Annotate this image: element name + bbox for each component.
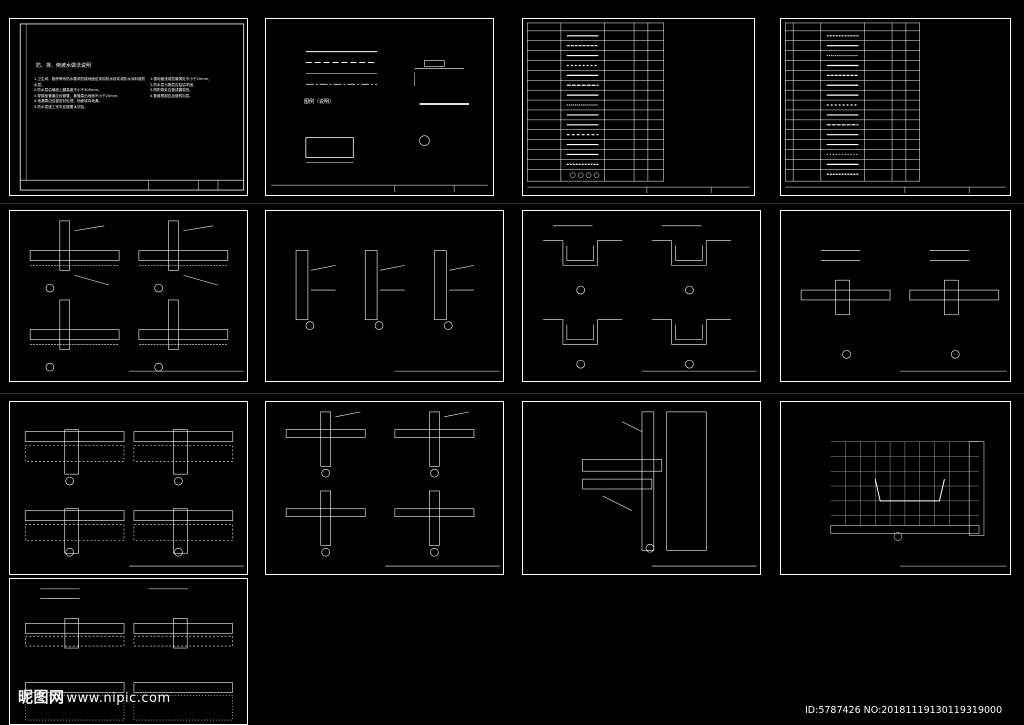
drawing-sheet-drain-details[interactable] xyxy=(780,210,1011,382)
drawing-sheet-legend[interactable]: 图例（说明） xyxy=(265,18,494,196)
row-divider xyxy=(0,393,1024,394)
notes-left: 1.卫生间、厨房等有防水要求的楼地面应采用防水砂浆或防水涂料做防水层， 2.防水… xyxy=(34,77,146,109)
material-table-2 xyxy=(785,22,1006,194)
drawing-sheet-wall-floor-details[interactable] xyxy=(9,210,248,382)
drawing-sheet-material-table-2[interactable] xyxy=(780,18,1011,196)
notes-right: 1.楼地面找坡层最薄处不小于20mm， 2.防水层与基层应粘结牢固， 3.阴阳角… xyxy=(150,77,212,98)
bathtub-drawing xyxy=(830,441,1007,567)
wall-floor-detail-drawing xyxy=(29,220,244,372)
drain-detail-drawing xyxy=(800,250,1007,372)
trench-detail-drawing xyxy=(543,225,757,372)
wall-junction-drawing xyxy=(582,411,757,567)
drawing-sheet-wall-junction[interactable] xyxy=(522,401,761,575)
drawing-sheet-material-table[interactable] xyxy=(522,18,755,196)
wall-sections-drawing xyxy=(295,250,500,372)
sheet-heading: 防、排、倒坡水做法说明 xyxy=(36,63,92,69)
drawing-sheet-pipe-sleeve-details[interactable] xyxy=(265,401,504,575)
drawing-sheet-floor-drain-sections[interactable] xyxy=(9,578,248,725)
row-divider xyxy=(0,203,1024,204)
drawing-sheet-wall-sections[interactable] xyxy=(265,210,504,382)
material-table xyxy=(527,22,750,194)
watermark-brand: 昵图网 xyxy=(18,688,65,706)
drawing-sheet-bathtub-detail[interactable] xyxy=(780,401,1011,575)
legend-title: 图例（说明） xyxy=(304,99,335,105)
legend-drawing xyxy=(271,51,488,193)
drawing-sheet-trench-details[interactable] xyxy=(522,210,761,382)
image-id-label: ID:5787426 NO:20181119130119319000 xyxy=(805,705,1003,716)
floor-drain-drawing xyxy=(24,429,244,567)
pipe-sleeve-drawing xyxy=(285,411,500,567)
drawing-sheet-floor-drain-details[interactable] xyxy=(9,401,248,575)
floor-drain-sections-drawing xyxy=(25,588,233,721)
drawing-sheet-notes[interactable]: 防、排、倒坡水做法说明 1.卫生间、厨房等有防水要求的楼地面应采用防水砂浆或防水… xyxy=(9,18,248,196)
watermark-url: www.nipic.com xyxy=(66,691,171,706)
sheet-frame xyxy=(19,23,245,191)
